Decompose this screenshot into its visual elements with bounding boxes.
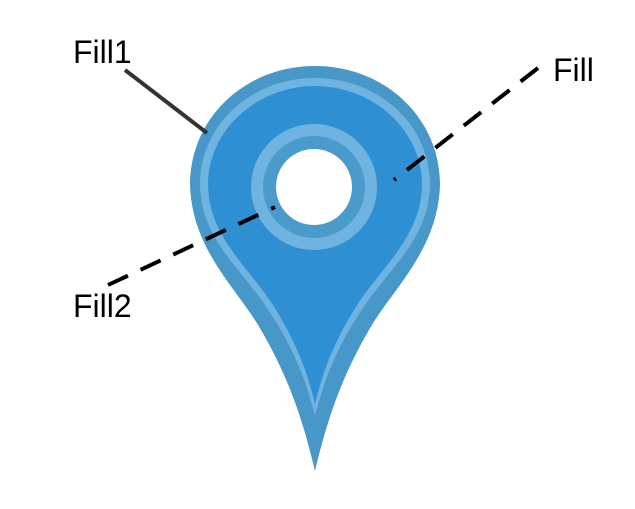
label-fill2: Fill2 xyxy=(73,288,132,324)
leader-line-fill xyxy=(392,66,540,182)
label-fill: Fill xyxy=(553,52,594,88)
leader-line-fill2 xyxy=(107,205,276,287)
label-fill1: Fill1 xyxy=(73,34,132,70)
pin-hole xyxy=(276,149,352,225)
map-pin-icon xyxy=(190,66,440,471)
leader-line-fill1 xyxy=(123,68,209,135)
